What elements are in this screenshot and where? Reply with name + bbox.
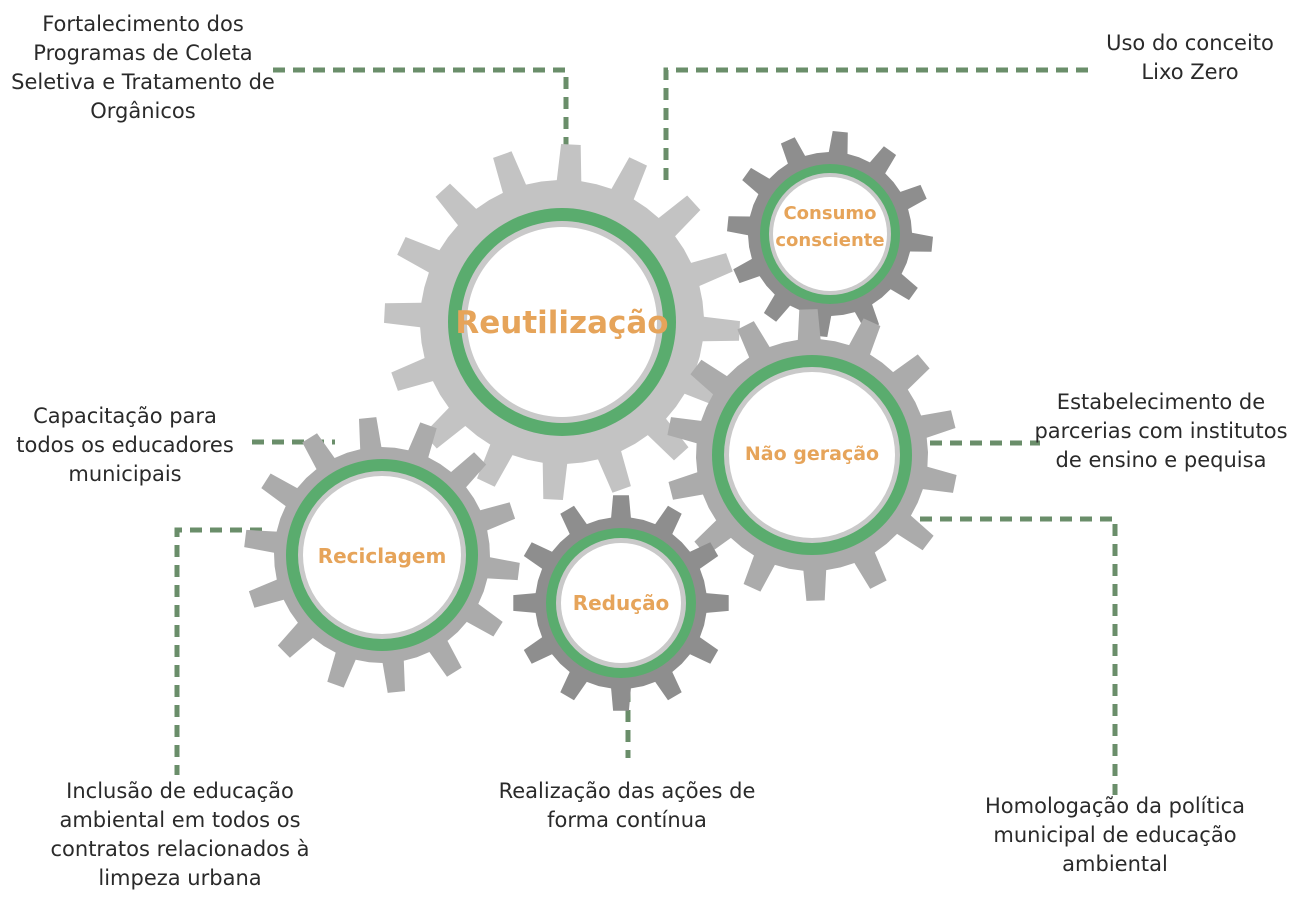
label-reutilizacao: Reutilização: [455, 305, 668, 341]
label-reciclagem: Reciclagem: [318, 544, 447, 568]
connector-inclusao: [174, 527, 262, 775]
annotation-capacitacao: Capacitação para todos os educadores mun…: [16, 404, 234, 486]
label-reducao: Redução: [573, 591, 670, 615]
gear-reducao: [513, 495, 729, 711]
label-nao-geracao: Não geração: [745, 443, 879, 465]
annotation-parcerias: Estabelecimento de parcerias com institu…: [1034, 390, 1288, 472]
connector-homologacao: [920, 516, 1118, 795]
annotation-realizacao: Realização das ações de forma contínua: [498, 779, 756, 832]
label-consumo-line1: Consumo: [783, 203, 876, 224]
annotation-fortalecimento: Fortalecimento dos Programas de Coleta S…: [11, 12, 275, 123]
gear-hub: [729, 372, 895, 538]
gear-nao-geracao: [667, 309, 957, 601]
gear-consumo-consciente: [727, 131, 933, 337]
label-consumo-line2: consciente: [775, 230, 884, 251]
gear-hub: [467, 227, 657, 417]
connector-lixo-zero: [663, 67, 1092, 180]
gear-reciclagem: [244, 417, 520, 693]
gear-hub: [773, 177, 887, 291]
gear-reutilizacao: [384, 144, 740, 500]
annotation-homologacao: Homologação da política municipal de edu…: [985, 794, 1245, 876]
annotation-lixo-zero: Uso do conceito Lixo Zero: [1106, 31, 1274, 84]
gear-hub: [561, 543, 681, 663]
annotation-inclusao: Inclusão de educação ambiental em todos …: [50, 779, 310, 890]
gear-hub: [303, 476, 461, 634]
